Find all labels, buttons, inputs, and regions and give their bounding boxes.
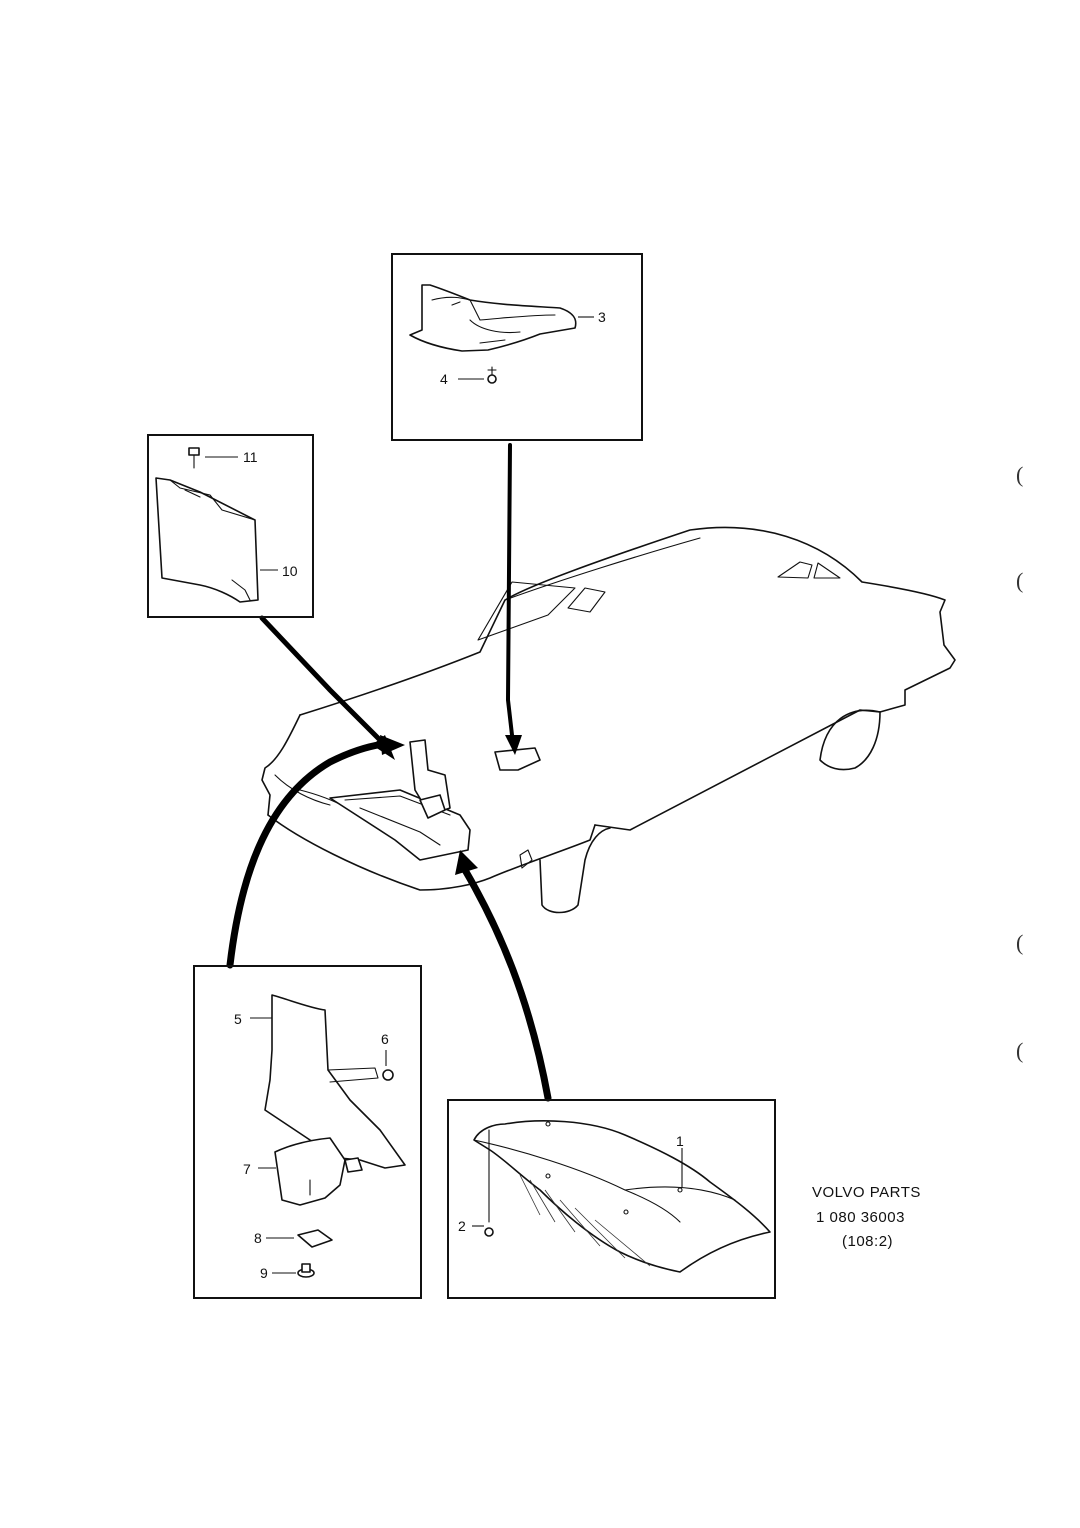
- reference-brand: VOLVO PARTS: [812, 1184, 921, 1201]
- callout-11: 11: [243, 449, 258, 465]
- binding-mark-2: (: [1016, 568, 1023, 593]
- inset-top: 3 4: [391, 253, 643, 441]
- pointer-arrows: [226, 443, 552, 1102]
- binding-mark-3: (: [1016, 930, 1023, 955]
- inset-left: 10 11: [147, 434, 314, 618]
- reference-block: VOLVO PARTS 1 080 36003 (108:2): [812, 1184, 921, 1250]
- callout-1: 1: [676, 1133, 684, 1149]
- callout-8: 8: [254, 1230, 262, 1246]
- callout-6: 6: [381, 1031, 389, 1047]
- reference-number: 1 080 36003: [816, 1209, 905, 1226]
- callout-2: 2: [458, 1218, 466, 1234]
- callout-10: 10: [282, 563, 298, 579]
- car-outline: [261, 526, 956, 914]
- margin-marks: ( ( ( (: [1016, 462, 1023, 1063]
- reference-page: (108:2): [842, 1233, 893, 1250]
- inset-bottom-left: 5 6 7 8 9: [193, 965, 422, 1299]
- installed-parts: [329, 739, 541, 861]
- callout-4: 4: [440, 371, 448, 387]
- callout-3: 3: [598, 309, 606, 325]
- binding-mark-4: (: [1016, 1038, 1023, 1063]
- callout-7: 7: [243, 1161, 251, 1177]
- inset-bottom-right: 1 2: [447, 1099, 776, 1299]
- binding-mark-1: (: [1016, 462, 1023, 487]
- callout-5: 5: [234, 1011, 242, 1027]
- callout-9: 9: [260, 1265, 268, 1281]
